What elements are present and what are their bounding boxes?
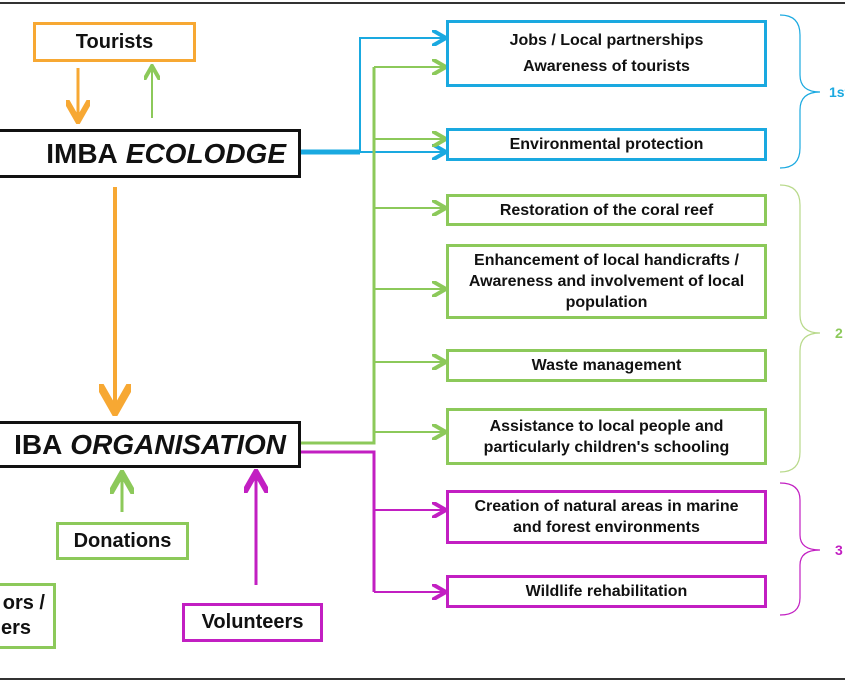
outcome-text: Enhancement of local handicrafts / xyxy=(474,252,739,269)
outcome-assistance: Assistance to local people and particular… xyxy=(446,408,767,465)
outcome-text: particularly children's schooling xyxy=(483,438,730,456)
outcome-text: Wildlife rehabilitation xyxy=(525,583,688,600)
volunteers-box: Volunteers xyxy=(182,603,323,642)
outcome-text: Awareness and involvement of local xyxy=(468,273,745,290)
sponsors-line2: ers xyxy=(1,617,32,639)
brace-3 xyxy=(779,482,821,616)
outcome-waste: Waste management xyxy=(446,349,767,382)
donations-box: Donations xyxy=(56,522,189,560)
volunteers-label: Volunteers xyxy=(201,611,304,633)
tourists-box: Tourists xyxy=(33,22,196,62)
outcome-text: Creation of natural areas in marine xyxy=(474,498,739,515)
tourists-label: Tourists xyxy=(75,30,154,53)
group-label-1: 1st xyxy=(829,84,845,100)
outcome-text: Jobs / Local partnerships xyxy=(509,31,704,49)
outcome-text: Assistance to local people and xyxy=(489,417,724,435)
outcome-text: Environmental protection xyxy=(509,136,704,153)
brace-2 xyxy=(779,184,821,473)
group-label-2: 2 xyxy=(835,325,843,341)
ecolodge-name: ECOLODGE xyxy=(125,137,286,169)
outcome-environment: Environmental protection xyxy=(446,128,767,161)
sponsors-box: ors / ers xyxy=(0,583,56,649)
outcome-natural-areas: Creation of natural areas in marine and f… xyxy=(446,490,767,544)
outcome-coral: Restoration of the coral reef xyxy=(446,194,767,226)
brace-1 xyxy=(779,14,821,169)
outcome-text: Awareness of tourists xyxy=(523,58,690,76)
outcome-text: Restoration of the coral reef xyxy=(499,201,714,219)
organisation-name: ORGANISATION xyxy=(70,428,286,460)
ecolodge-prefix: IMBA xyxy=(46,137,118,169)
outcome-text: Waste management xyxy=(531,357,682,374)
outcome-text: and forest environments xyxy=(513,519,700,536)
donations-label: Donations xyxy=(73,529,172,552)
outcome-wildlife: Wildlife rehabilitation xyxy=(446,575,767,608)
organisation-prefix: IBA xyxy=(14,428,63,460)
outcome-text: population xyxy=(565,294,648,311)
outcome-handicrafts: Enhancement of local handicrafts / Awaren… xyxy=(446,244,767,319)
group-label-3: 3 xyxy=(835,542,843,558)
sponsors-line1: ors / xyxy=(2,592,45,614)
